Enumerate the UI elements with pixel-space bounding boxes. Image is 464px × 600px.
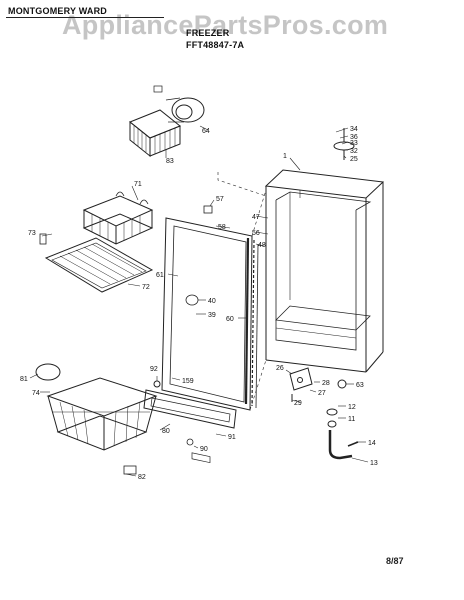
callout-14: 14 — [368, 440, 376, 447]
callout-27: 27 — [318, 390, 326, 397]
small-parts — [39, 128, 359, 475]
callout-28: 28 — [322, 380, 330, 387]
callout-47: 47 — [252, 214, 260, 221]
brand-name: MONTGOMERY WARD — [8, 6, 107, 16]
callout-39: 39 — [208, 312, 216, 319]
callout-60: 60 — [226, 316, 234, 323]
door-trim-handle — [143, 380, 237, 464]
wire-basket-top — [82, 191, 154, 245]
callout-61: 61 — [156, 272, 164, 279]
watermark-text: AppliancePartsPros.com — [62, 10, 389, 40]
callout-40: 40 — [208, 298, 216, 305]
callout-82: 82 — [138, 474, 146, 481]
callout-25: 25 — [350, 156, 358, 163]
model-number: FFT48847-7A — [186, 40, 245, 50]
callout-64: 64 — [202, 128, 210, 135]
callout-83: 83 — [166, 158, 174, 165]
cabinet — [264, 169, 385, 373]
callout-81: 81 — [20, 376, 28, 383]
callout-72: 72 — [142, 284, 150, 291]
diagram-title: FREEZER — [186, 28, 230, 38]
callout-63: 63 — [356, 382, 364, 389]
callout-80: 80 — [162, 428, 170, 435]
shelf — [44, 237, 154, 293]
callout-11: 11 — [348, 416, 355, 423]
callout-36: 36 — [350, 134, 358, 141]
callout-57: 57 — [216, 196, 224, 203]
callout-73: 73 — [28, 230, 36, 237]
evaporator-assembly — [129, 85, 267, 197]
callout-1: 1 — [283, 153, 287, 160]
callout-90: 90 — [200, 446, 208, 453]
callout-58: 58 — [218, 224, 226, 231]
callout-33: 33 — [350, 140, 358, 147]
leader-lines — [29, 125, 369, 477]
callout-29: 29 — [294, 400, 302, 407]
callout-59: 159 — [182, 378, 194, 385]
callout-71: 71 — [134, 181, 142, 188]
callout-13: 13 — [370, 460, 378, 467]
callout-26: 26 — [276, 365, 284, 372]
callout-34: 34 — [350, 126, 358, 133]
callout-12: 12 — [348, 404, 356, 411]
header-rule — [6, 17, 164, 18]
wire-basket-bottom — [35, 363, 158, 451]
revision-date: 8/87 — [386, 556, 404, 566]
callout-56: 56 — [252, 230, 260, 237]
door — [161, 189, 267, 411]
part-callouts: 1111213142526272829323334363940474856575… — [20, 126, 378, 481]
callout-92: 92 — [150, 366, 158, 373]
callout-32: 32 — [350, 148, 358, 155]
callout-91: 91 — [228, 434, 236, 441]
callout-74: 74 — [32, 390, 40, 397]
callout-48: 48 — [258, 242, 266, 249]
